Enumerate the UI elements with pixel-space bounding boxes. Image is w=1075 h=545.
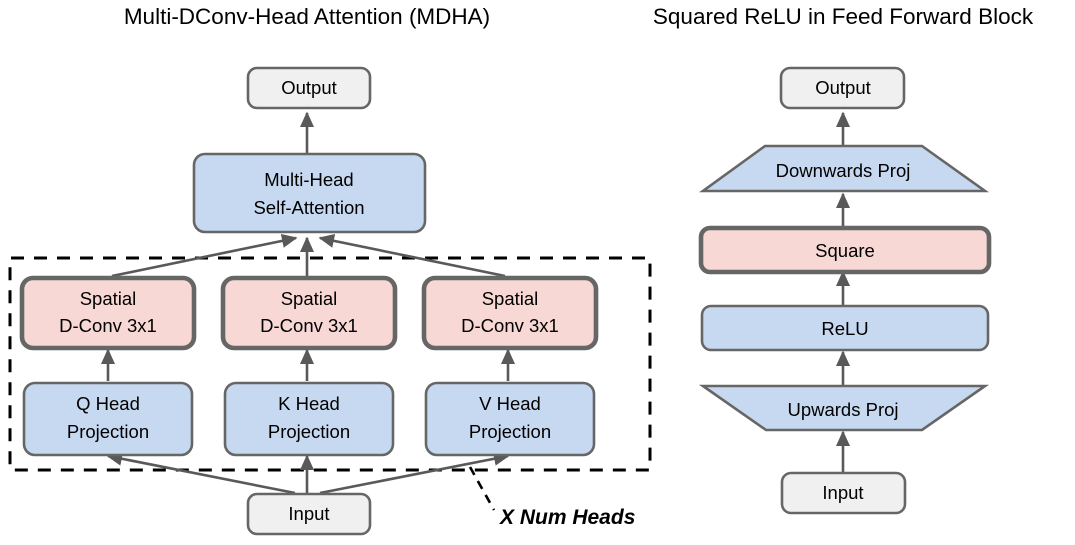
mdha-node-dconv-k[interactable]: Spatial D-Conv 3x1 (220, 275, 398, 351)
num-heads-leader-line (468, 466, 496, 511)
mdha-node-proj-k[interactable]: K Head Projection (223, 381, 395, 457)
mdha-input-label: Input (288, 503, 329, 524)
ffn-square-box[interactable] (698, 225, 992, 275)
ffn-relu-box[interactable] (700, 304, 990, 352)
ffn-node-relu[interactable]: ReLU (700, 304, 990, 352)
ffn-output-box[interactable] (779, 66, 906, 110)
mdha-proj-q-box[interactable] (22, 381, 194, 457)
mdha-node-input[interactable]: Input (246, 492, 372, 536)
ffn-up-proj-trapezoid[interactable] (698, 384, 990, 432)
ffn-node-input[interactable]: Input (780, 471, 907, 515)
panel-ffn: Squared ReLU in Feed Forward Block Outpu… (653, 4, 1034, 515)
mdha-proj-q-label-line2: Projection (67, 421, 149, 442)
mdha-output-box[interactable] (246, 66, 372, 110)
mdha-node-proj-q[interactable]: Q Head Projection (22, 381, 194, 457)
mdha-dconv-v-label-line2: D-Conv 3x1 (461, 315, 559, 336)
mdha-proj-v-label-line1: V Head (479, 393, 541, 414)
ffn-output-label: Output (815, 77, 871, 98)
mdha-proj-v-label-line2: Projection (469, 421, 551, 442)
panel-mdha: Multi-DConv-Head Attention (MDHA) (8, 4, 652, 536)
mdha-proj-q-label-line1: Q Head (76, 393, 140, 414)
mdha-input-box[interactable] (246, 492, 372, 536)
ffn-square-label: Square (815, 240, 875, 261)
num-heads-group-box (8, 256, 652, 472)
ffn-down-proj-trapezoid[interactable] (698, 144, 990, 193)
panel-title-mdha: Multi-DConv-Head Attention (MDHA) (124, 4, 490, 29)
ffn-input-label: Input (822, 482, 863, 503)
ffn-node-down-proj[interactable]: Downwards Proj (698, 144, 990, 193)
mdha-edges (100, 111, 516, 495)
mdha-node-proj-v[interactable]: V Head Projection (424, 381, 596, 457)
ffn-input-box[interactable] (780, 471, 907, 515)
mdha-dconv-v-box[interactable] (421, 275, 599, 351)
mdha-dconv-q-box[interactable] (19, 275, 197, 351)
edge-input-to-q-proj (106, 451, 296, 495)
mdha-dconv-k-box[interactable] (220, 275, 398, 351)
mdha-node-dconv-v[interactable]: Spatial D-Conv 3x1 (421, 275, 599, 351)
edge-input-to-v-proj (319, 451, 510, 495)
ffn-node-square[interactable]: Square (698, 225, 992, 275)
mdha-proj-v-box[interactable] (424, 381, 596, 457)
ffn-node-output[interactable]: Output (779, 66, 906, 110)
mdha-mhsa-box[interactable] (192, 152, 427, 234)
ffn-down-proj-label: Downwards Proj (776, 160, 911, 181)
mdha-output-label: Output (281, 77, 337, 98)
ffn-node-up-proj[interactable]: Upwards Proj (698, 384, 990, 432)
mdha-node-dconv-q[interactable]: Spatial D-Conv 3x1 (19, 275, 197, 351)
mdha-proj-k-label-line2: Projection (268, 421, 350, 442)
mdha-proj-k-label-line1: K Head (278, 393, 340, 414)
num-heads-annotation-label: X Num Heads (499, 506, 635, 529)
edge-q-dconv-to-mhsa (111, 233, 298, 278)
ffn-relu-label: ReLU (821, 318, 868, 339)
mdha-dconv-k-label-line2: D-Conv 3x1 (260, 315, 358, 336)
mdha-dconv-k-label-line1: Spatial (281, 288, 338, 309)
mdha-node-output[interactable]: Output (246, 66, 372, 110)
mdha-mhsa-label-line2: Self-Attention (253, 197, 364, 218)
ffn-up-proj-label: Upwards Proj (787, 399, 898, 420)
edge-v-dconv-to-mhsa (318, 233, 506, 278)
mdha-dconv-q-label-line1: Spatial (80, 288, 137, 309)
mdha-node-mhsa[interactable]: Multi-Head Self-Attention (192, 152, 427, 234)
mdha-dconv-q-label-line2: D-Conv 3x1 (59, 315, 157, 336)
mdha-mhsa-label-line1: Multi-Head (264, 169, 353, 190)
mdha-dconv-v-label-line1: Spatial (482, 288, 539, 309)
panel-title-ffn: Squared ReLU in Feed Forward Block (653, 4, 1034, 29)
mdha-proj-k-box[interactable] (223, 381, 395, 457)
